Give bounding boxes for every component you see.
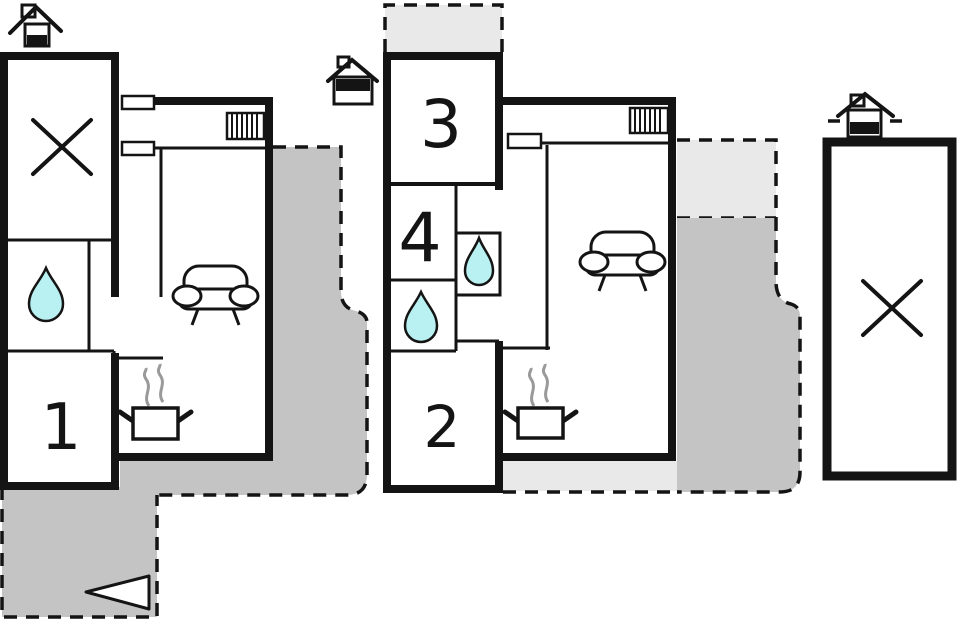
wall-segment <box>383 485 503 493</box>
building-3 <box>822 137 957 481</box>
room-4-label: 4 <box>398 199 441 278</box>
terrace-building2-right-lower <box>677 218 800 492</box>
wall-segment <box>265 97 273 461</box>
wall-segment <box>383 52 391 493</box>
entrance-arrow-icon <box>84 574 151 611</box>
window <box>120 140 156 157</box>
wall-segment <box>503 453 676 461</box>
wall-segment <box>111 52 119 297</box>
x-mark-icon <box>861 279 923 337</box>
wall-segment <box>383 52 503 60</box>
water-drop-icon <box>27 264 65 323</box>
water-drop-icon <box>463 234 495 287</box>
wall-segment <box>495 341 503 493</box>
wall-segment <box>0 482 119 490</box>
sofa-icon <box>171 264 260 326</box>
building-2: 3 4 2 <box>383 52 676 493</box>
window <box>506 132 543 150</box>
chimney-house-icon <box>326 55 379 106</box>
wall-segment <box>111 353 119 490</box>
radiator-icon <box>628 106 670 135</box>
stove-icon <box>117 363 194 441</box>
wall-segment <box>113 453 273 461</box>
x-mark-icon <box>31 118 93 176</box>
terrace-building2-right-upper-dash <box>677 138 778 218</box>
terrace-building2-right-upper <box>677 140 776 218</box>
terrace-building2-right-lower-dash <box>677 218 802 494</box>
chimney-house-icon <box>8 3 63 48</box>
sofa-icon <box>578 230 667 292</box>
wall-segment <box>668 97 676 461</box>
radiator-icon <box>225 111 266 141</box>
water-drop-icon <box>403 289 439 344</box>
room-1-label: 1 <box>41 391 82 465</box>
terrace-building1-entrance-dash <box>0 487 159 619</box>
wall-segment <box>152 97 273 105</box>
terrace-building1-right-dash <box>157 145 369 497</box>
terrace-building2-top <box>385 5 502 52</box>
wall-segment <box>0 52 8 490</box>
window <box>120 94 156 111</box>
building-1: 1 <box>0 52 273 490</box>
terrace-building1-right <box>120 147 367 495</box>
building-2-walls <box>383 52 676 493</box>
chimney-house-icon <box>828 91 902 139</box>
wall-segment <box>495 52 503 190</box>
room-2-label: 2 <box>424 393 461 461</box>
room-3-label: 3 <box>420 86 462 163</box>
building-1-walls <box>0 52 273 490</box>
building-1-interior-walls <box>2 146 265 360</box>
stove-icon <box>502 363 579 440</box>
terrace-building2-bottom-strip <box>503 461 677 491</box>
wall-segment <box>500 97 676 105</box>
wall-segment <box>0 52 119 60</box>
terrace-building2-top-dash <box>383 3 504 52</box>
